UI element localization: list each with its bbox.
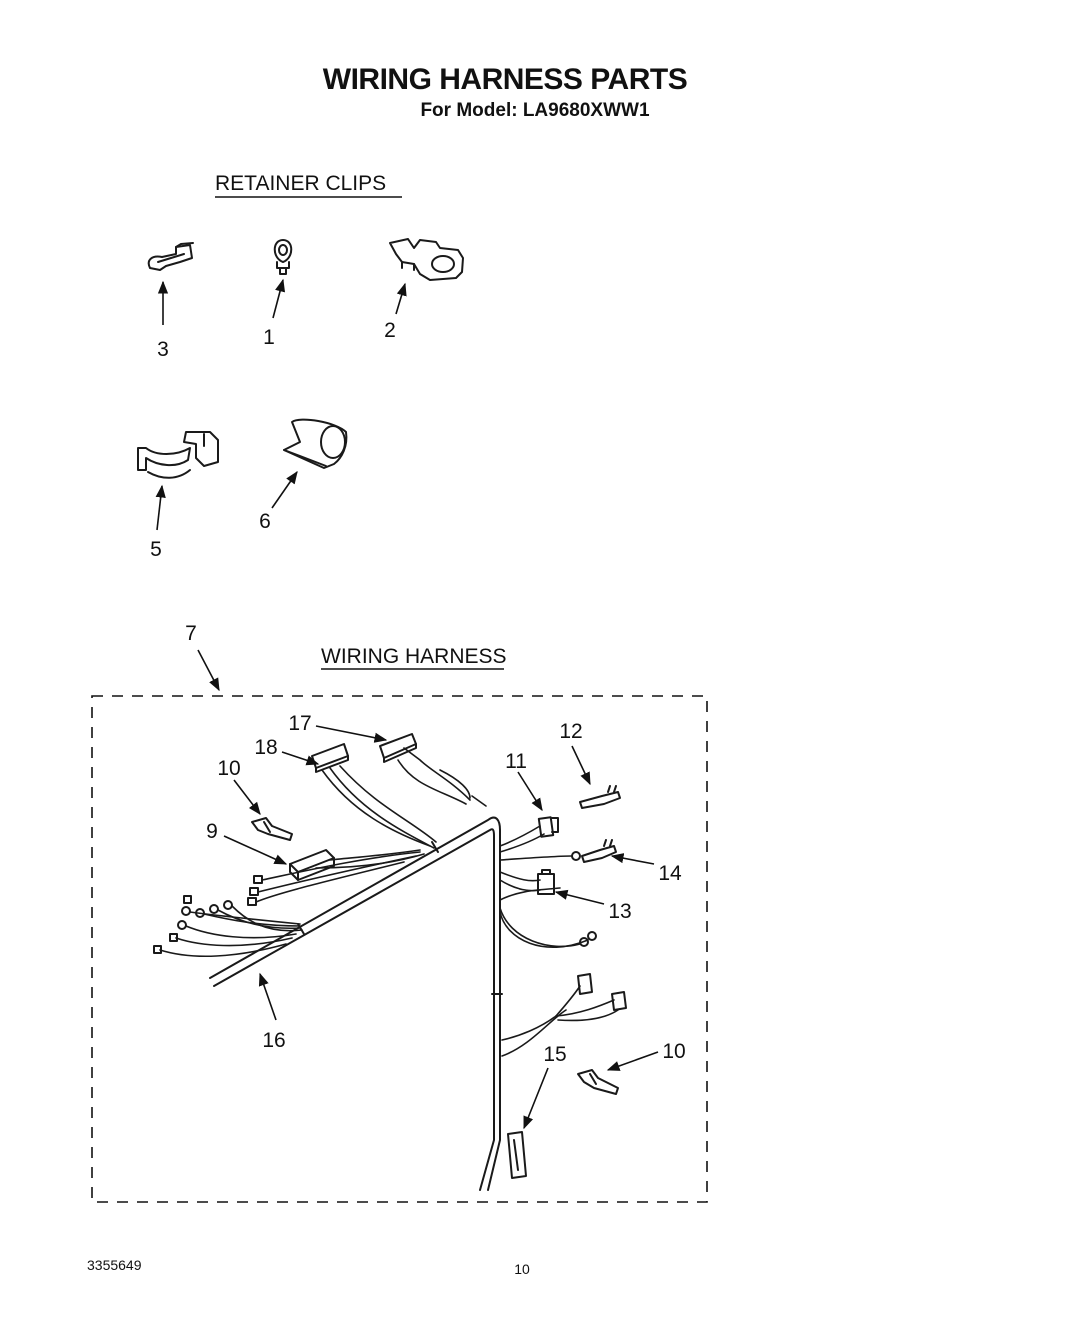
callout-13: 13	[608, 900, 631, 923]
callout-10-upper: 10	[217, 757, 240, 780]
model-subtitle: For Model: LA9680XWW1	[420, 100, 650, 121]
callout-10-lower: 10	[662, 1040, 685, 1063]
leader-part-13	[554, 889, 605, 905]
callout-12: 12	[559, 720, 582, 743]
leader-part-9	[223, 835, 288, 865]
part-5-clip	[137, 431, 219, 479]
leader-part-14	[610, 853, 655, 865]
callout-5: 5	[150, 538, 162, 561]
part-2-clip	[389, 238, 464, 281]
part-10-terminal-lower	[577, 1069, 619, 1095]
leader-part-17	[315, 725, 388, 743]
part-15-connector	[507, 1131, 527, 1179]
leader-part-6	[271, 470, 298, 509]
leader-part-7	[197, 649, 220, 692]
leader-part-10-upper	[233, 779, 261, 816]
callout-6: 6	[259, 510, 271, 533]
part-10-terminal-upper	[251, 817, 293, 841]
part-1-clip	[273, 239, 293, 275]
callout-7: 7	[185, 622, 197, 645]
callout-1: 1	[263, 326, 275, 349]
part-11-connector	[537, 816, 559, 838]
part-14-terminal	[581, 839, 617, 863]
leader-part-11	[517, 771, 543, 812]
leader-part-5	[155, 484, 166, 531]
callout-17: 17	[288, 712, 311, 735]
page-number: 10	[514, 1261, 530, 1277]
callout-2: 2	[384, 319, 396, 342]
callout-14: 14	[658, 862, 682, 885]
callout-16: 16	[262, 1029, 285, 1052]
wiring-harness-assembly	[153, 747, 619, 1191]
callout-3: 3	[157, 338, 169, 361]
lower-right-connectors	[577, 973, 627, 1011]
part-3-clip	[147, 242, 194, 271]
section-title-wiring-harness: WIRING HARNESS	[321, 645, 507, 668]
leader-part-12	[571, 745, 591, 786]
leader-part-10-lower	[606, 1051, 659, 1071]
callout-15: 15	[543, 1043, 566, 1066]
page-title: WIRING HARNESS PARTS	[323, 63, 687, 96]
part-9-connector	[289, 849, 335, 881]
leader-part-18	[281, 751, 320, 766]
section-title-retainer-clips: RETAINER CLIPS	[215, 172, 386, 195]
callout-9: 9	[206, 820, 218, 843]
leader-part-15	[523, 1067, 549, 1130]
callout-18: 18	[254, 736, 277, 759]
part-6-clip	[283, 418, 348, 469]
leader-part-2	[395, 282, 407, 315]
document-number: 3355649	[87, 1257, 142, 1273]
harness-kit-boundary	[91, 695, 708, 1203]
leader-part-1	[272, 278, 286, 319]
leader-part-16	[258, 972, 277, 1021]
part-13-connector	[537, 869, 555, 895]
callout-11: 11	[505, 750, 527, 773]
part-17-connector	[379, 733, 417, 763]
part-12-terminal	[579, 785, 621, 809]
